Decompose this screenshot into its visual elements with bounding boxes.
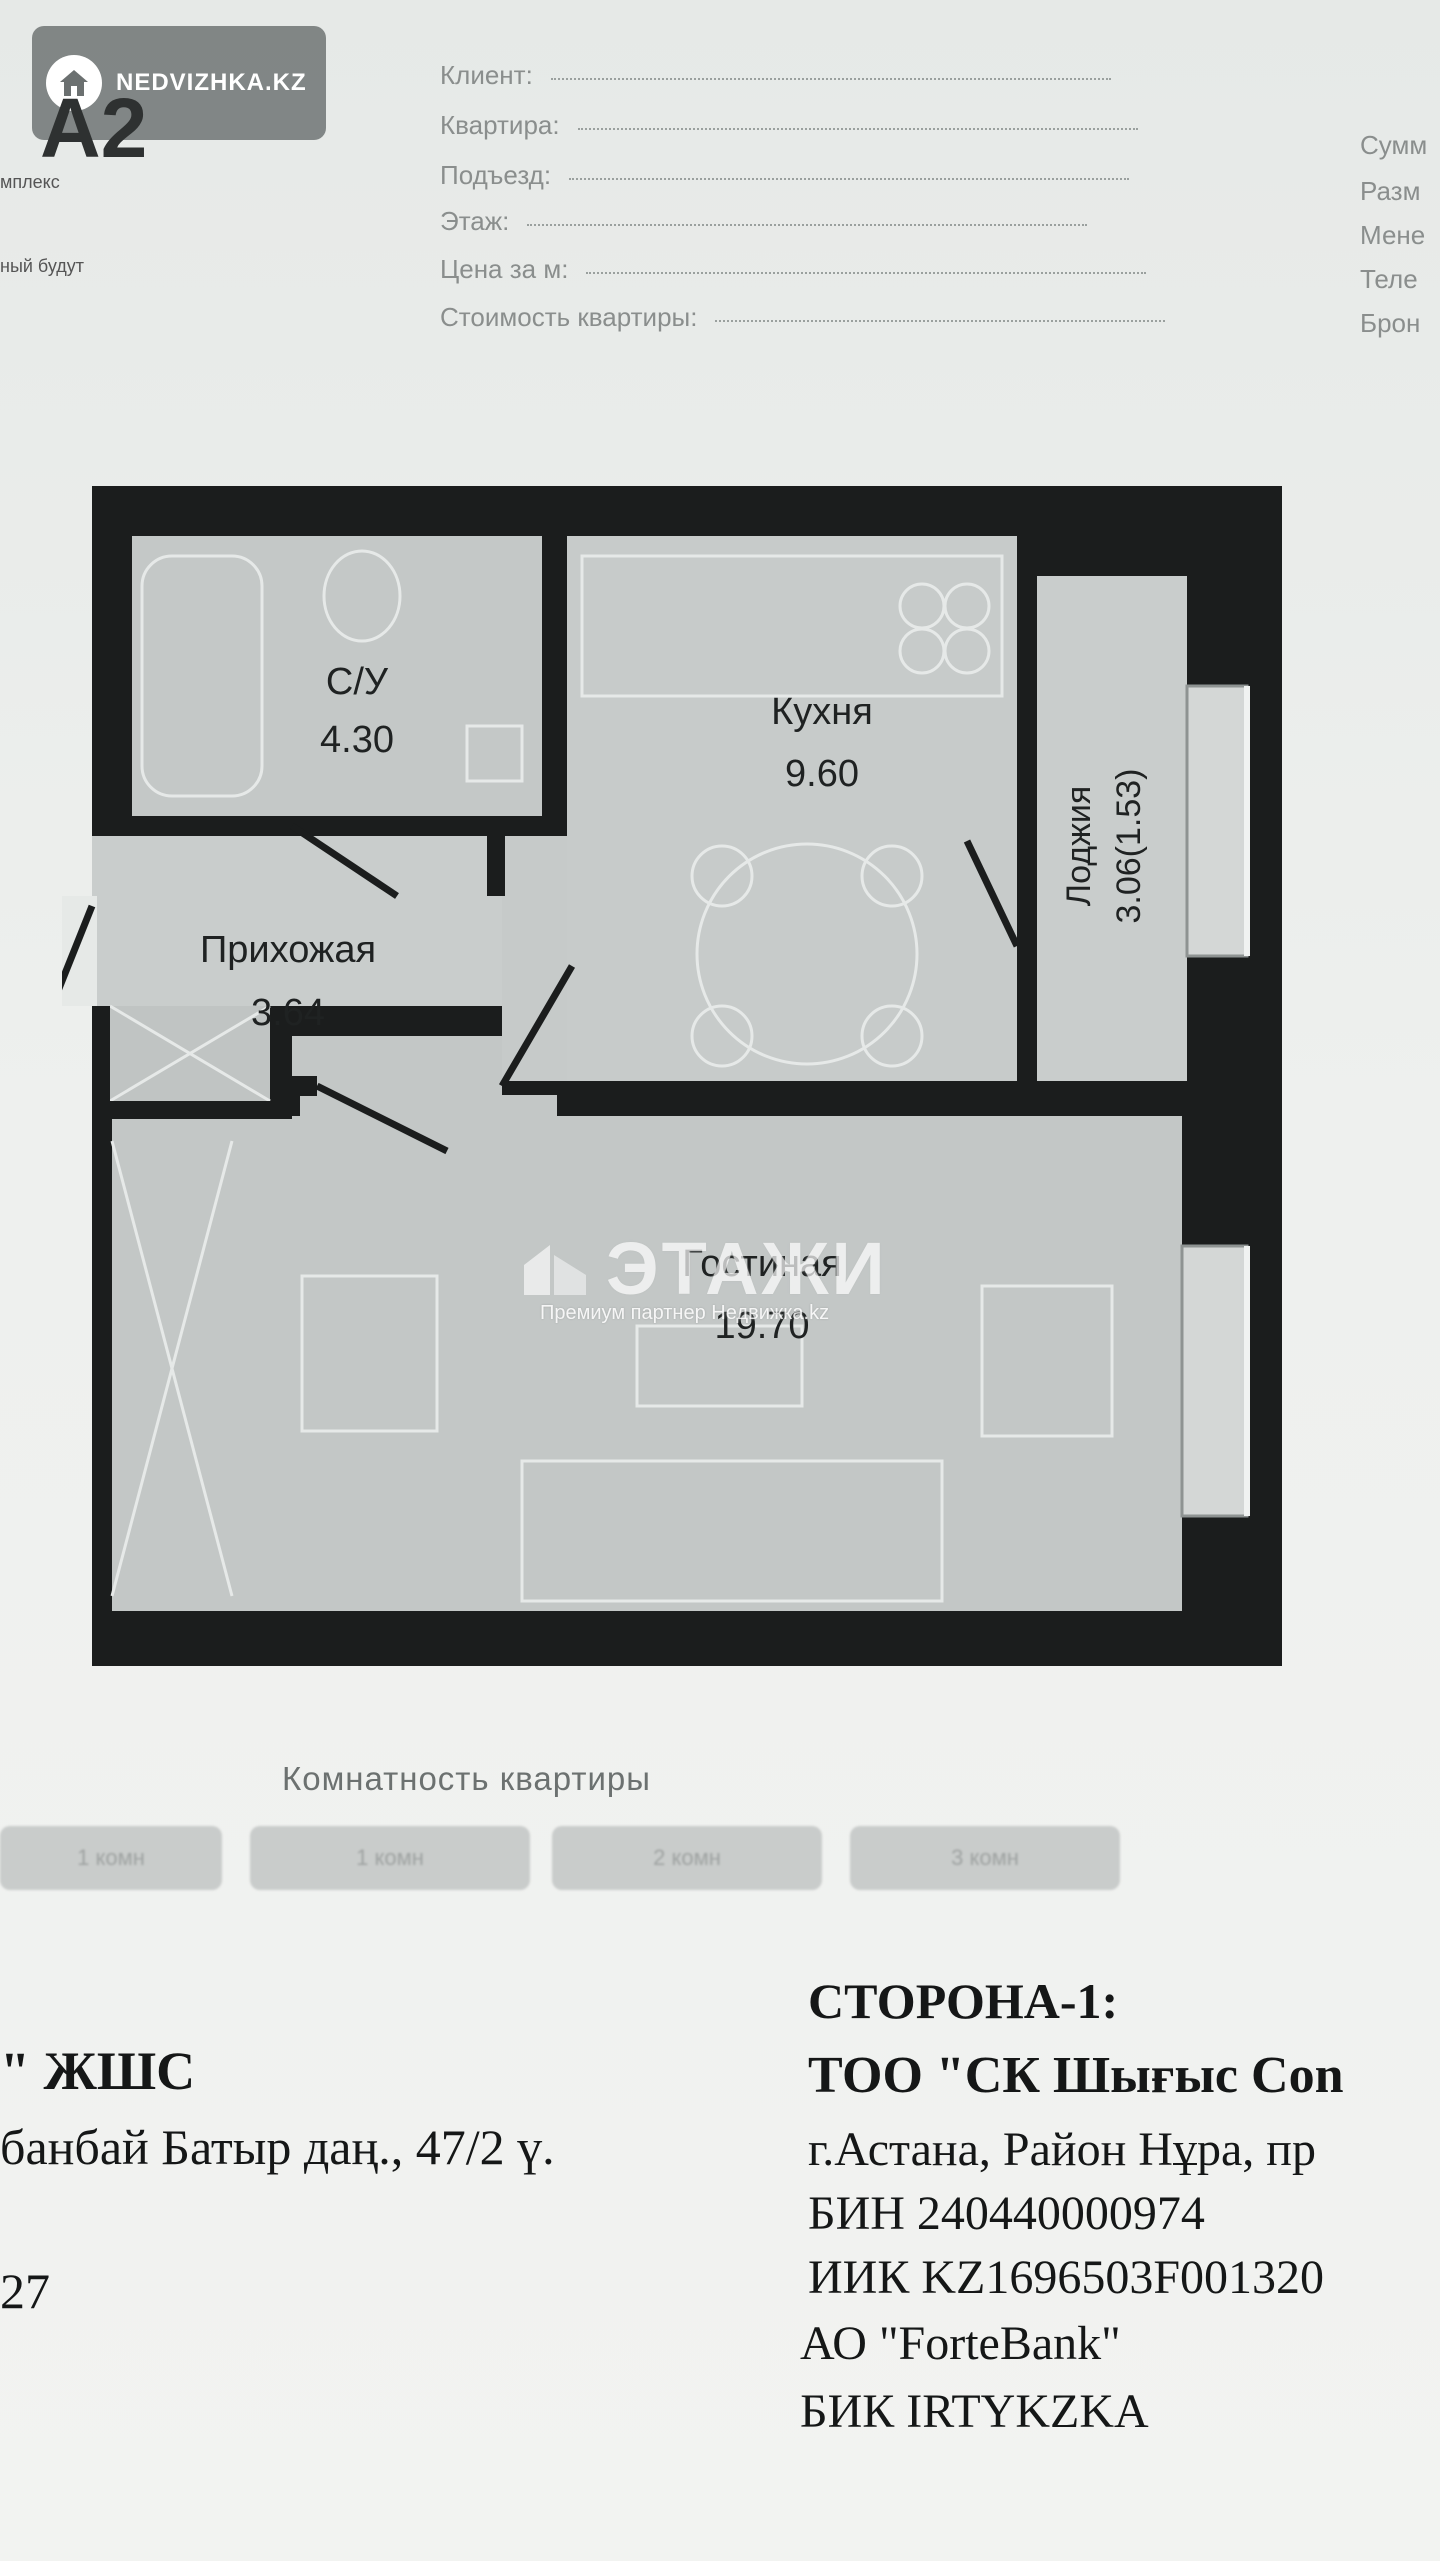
watermark-brand: NEDVIZHKA.KZ <box>116 69 307 96</box>
field-total-price: Стоимость квартиры: <box>440 302 1260 333</box>
complex-fragment: мплекс <box>0 172 60 192</box>
right-fragment: Мене <box>1360 220 1426 250</box>
field-label: Квартира: <box>440 110 560 140</box>
room-name-bathroom: С/У <box>326 661 389 703</box>
room-area-kitchen: 9.60 <box>785 753 859 795</box>
built-fragment: ный будут <box>0 256 84 276</box>
room-living <box>112 1116 1182 1611</box>
right-fragment: Разм <box>1360 176 1421 206</box>
field-entrance: Подъезд: <box>440 160 1260 191</box>
etazhi-text: ЭТАЖИ <box>606 1227 888 1310</box>
party-right-heading: СТОРОНА-1: <box>808 1973 1119 2029</box>
furniture <box>109 549 1114 1603</box>
party-right-bik: БИК IRTYKZKA <box>800 2385 1149 2438</box>
field-label: Этаж: <box>440 206 510 236</box>
party-right-iik: ИИК KZ1696503F001320 <box>808 2251 1325 2304</box>
home-icon <box>46 55 102 111</box>
field-price-per-m: Цена за м: <box>440 254 1260 285</box>
walls <box>92 536 1182 1119</box>
field-label: Цена за м: <box>440 254 569 284</box>
field-label: Клиент: <box>440 60 533 90</box>
room-area-hallway: 3.64 <box>251 992 325 1034</box>
room-loggia <box>1037 576 1187 1081</box>
etazhi-logo-icon <box>524 1244 586 1295</box>
room-count-option: 1 комн <box>0 1826 222 1890</box>
party-left-number: 27 <box>0 2263 50 2319</box>
party-right-address: г.Астана, Район Нұра, пр <box>808 2123 1316 2176</box>
room-hallway <box>92 836 512 1006</box>
room-kitchen <box>567 536 1017 1081</box>
room-area-loggia: 3.06(1.53) <box>1110 769 1148 924</box>
etazhi-watermark: ЭТАЖИ <box>520 1226 888 1311</box>
right-fragment: Сумм <box>1360 130 1428 160</box>
room-name-loggia: Лоджия <box>1060 786 1098 906</box>
layout-code: A2 <box>40 81 148 175</box>
field-floor: Этаж: <box>440 206 1260 237</box>
room-name-living: Гостиная <box>682 1243 842 1285</box>
party-right-bin: БИН 240440000974 <box>808 2187 1205 2240</box>
doors <box>62 823 1021 1155</box>
window <box>1180 1244 1249 1518</box>
room-bathroom <box>132 536 542 816</box>
nedvizhka-watermark: NEDVIZHKA.KZ <box>32 26 326 140</box>
field-label: Подъезд: <box>440 160 552 190</box>
etazhi-subtitle: Премиум партнер Недвижка.kz <box>540 1302 830 1324</box>
room-name-hallway: Прихожая <box>200 929 376 971</box>
window <box>1185 684 1249 958</box>
room-count-option: 3 комн <box>850 1826 1120 1890</box>
right-fragment: Брон <box>1360 308 1421 338</box>
field-client: Клиент: <box>440 60 1260 91</box>
room-area-bathroom: 4.30 <box>320 719 394 761</box>
room-count-title: Комнатность квартиры <box>282 1760 651 1797</box>
floor-plan: С/У 4.30 Кухня 9.60 Лоджия 3.06(1.53) Пр… <box>62 486 1282 1666</box>
party-left-name: " ЖШС <box>0 2041 196 2101</box>
party-right-bank: АО "ForteBank" <box>800 2317 1121 2370</box>
room-area-living: 19.70 <box>714 1305 809 1347</box>
field-label: Стоимость квартиры: <box>440 302 698 332</box>
room-count-option: 2 комн <box>552 1826 822 1890</box>
party-right-company: ТОО "СК Шығыс Соn <box>808 2047 1344 2104</box>
room-count-option: 1 комн <box>250 1826 530 1890</box>
right-fragment: Теле <box>1360 264 1418 294</box>
party-left-address: банбай Батыр даң., 47/2 ү. <box>0 2119 555 2175</box>
room-name-kitchen: Кухня <box>771 691 873 733</box>
field-apartment: Квартира: <box>440 110 1260 141</box>
